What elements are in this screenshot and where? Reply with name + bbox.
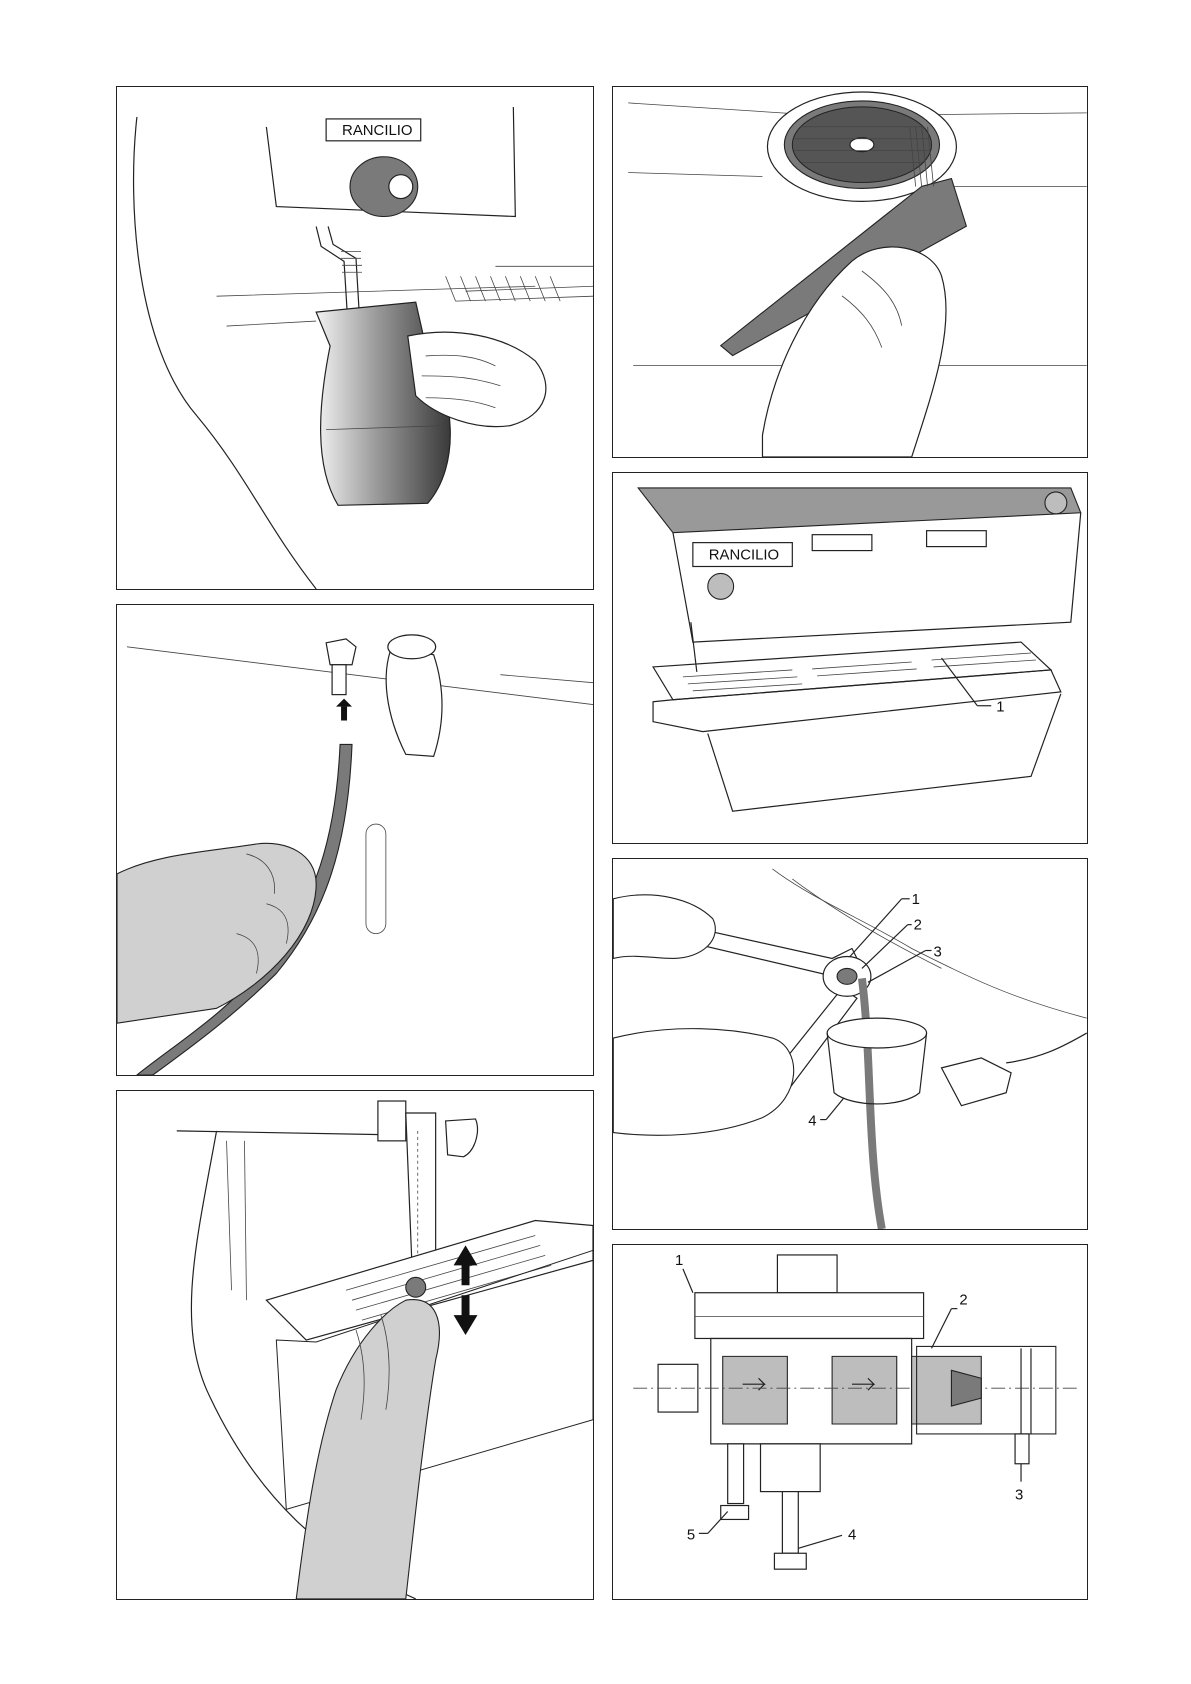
illustration-steam-wand-nozzle xyxy=(117,1091,593,1599)
brand-logo: RANCILIO xyxy=(326,119,421,141)
callout-5: 5 xyxy=(687,1527,695,1543)
callout-1: 1 xyxy=(675,1253,683,1269)
panel-water-hose-connection xyxy=(116,604,594,1076)
hand-holding-wrench xyxy=(613,1029,793,1136)
hand-holding-hose xyxy=(117,843,316,1023)
callout-3: 3 xyxy=(1015,1488,1023,1504)
callout-4: 4 xyxy=(808,1114,816,1130)
illustration-steam-wand-milk-jug: RANCILIO xyxy=(117,87,593,589)
illustration-pump-cross-section: 1 2 3 4 5 xyxy=(613,1245,1087,1599)
hand-holding-brush xyxy=(762,247,946,457)
arrow-up-icon xyxy=(336,699,352,707)
panel-pump-cross-section: 1 2 3 4 5 xyxy=(612,1244,1088,1600)
callout-1: 1 xyxy=(996,700,1004,716)
slot xyxy=(366,824,386,934)
callout-2: 2 xyxy=(959,1293,967,1309)
svg-text:RANCILIO: RANCILIO xyxy=(709,548,779,564)
steam-wand-nozzle-outline xyxy=(386,647,442,757)
collection-cup xyxy=(827,1018,926,1048)
panel-steam-wand-nozzle xyxy=(116,1090,594,1600)
drip-tray xyxy=(653,642,1051,700)
illustration-pump-fitting-wrench: 1 2 3 4 xyxy=(613,859,1087,1229)
illustration-drip-tray: RANCILIO 1 xyxy=(613,473,1087,843)
panel-steam-wand-milk-jug: RANCILIO xyxy=(116,86,594,590)
callout-3: 3 xyxy=(934,944,942,960)
panel-pump-fitting-wrench: 1 2 3 4 xyxy=(612,858,1088,1230)
callout-4: 4 xyxy=(848,1527,856,1543)
callout-2: 2 xyxy=(914,918,922,934)
nozzle-tip xyxy=(406,1277,426,1297)
illustration-water-hose-connection xyxy=(117,605,593,1075)
arrow-down-icon xyxy=(454,1295,478,1335)
svg-text:RANCILIO: RANCILIO xyxy=(342,122,412,139)
panel-filter-basket-cleaning xyxy=(612,86,1088,458)
callout-1: 1 xyxy=(912,892,920,908)
hand-holding-nozzle xyxy=(296,1300,439,1599)
pump-head xyxy=(695,1293,924,1339)
illustration-filter-basket-cleaning xyxy=(613,87,1087,457)
steam-knob-icon xyxy=(708,573,734,599)
hose-fitting xyxy=(326,639,356,665)
panel-drip-tray: RANCILIO 1 xyxy=(612,472,1088,844)
hand-top xyxy=(613,895,715,959)
steam-wand xyxy=(406,1113,436,1260)
inlet-valve xyxy=(942,1058,1012,1106)
